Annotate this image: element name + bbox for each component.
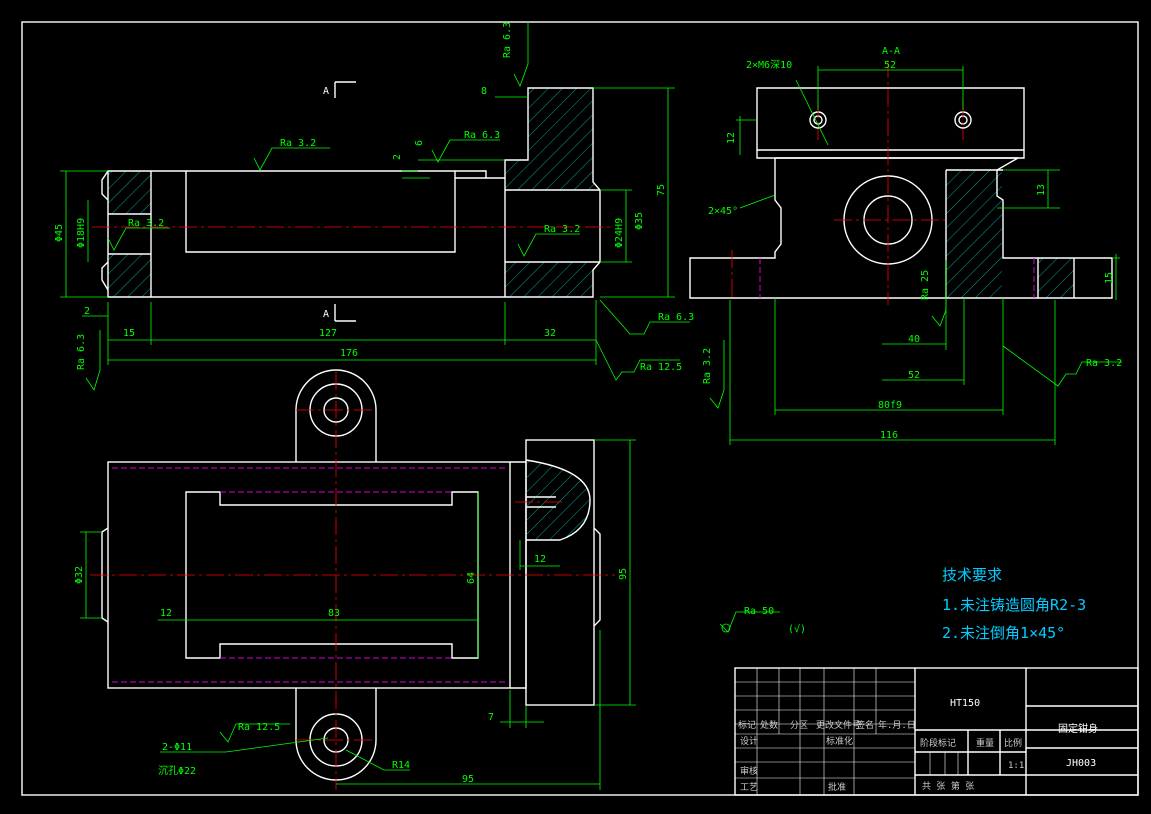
tb-review: 审核 bbox=[740, 765, 758, 777]
ra-bottom: Ra 12.5 bbox=[640, 362, 682, 373]
ra-front-top: Ra 3.2 bbox=[280, 138, 316, 149]
sheet-border bbox=[21, 21, 1139, 796]
top-view: Φ32 64 83 12 12 95 7 95 2-Φ11 沉孔Φ22 R14 … bbox=[74, 369, 636, 790]
tb-change: 更改文件号 bbox=[816, 719, 861, 731]
cut-mark-top: A bbox=[323, 86, 329, 97]
material: HT150 bbox=[950, 698, 980, 709]
tb-process: 工艺 bbox=[740, 782, 758, 793]
tb-weight: 重量 bbox=[976, 737, 994, 749]
note-counterbore: 沉孔Φ22 bbox=[158, 764, 196, 777]
dim-d18: Φ18H9 bbox=[76, 218, 87, 248]
ra-right-face: Ra 6.3 bbox=[658, 312, 694, 323]
ra-left-face: Ra 6.3 bbox=[76, 334, 87, 370]
dim-116: 116 bbox=[880, 430, 898, 441]
dim-95-horizontal: 95 bbox=[462, 774, 474, 785]
dim-13: 13 bbox=[1036, 184, 1047, 196]
ra-counterbore: Ra 12.5 bbox=[238, 722, 280, 733]
dim-2b: 2 bbox=[392, 154, 403, 160]
ra-section-left: Ra 3.2 bbox=[702, 348, 713, 384]
ra-rest: (√) bbox=[788, 623, 806, 635]
dim-32: 32 bbox=[544, 328, 556, 339]
dim-12-top: 12 bbox=[160, 608, 172, 619]
ra-top-jaw: Ra 6.3 bbox=[502, 22, 513, 58]
dim-95-vertical: 95 bbox=[618, 568, 629, 580]
dim-83: 83 bbox=[328, 608, 340, 619]
dim-d45: Φ45 bbox=[54, 224, 65, 242]
section-view: A-A 52 2×M6深10 12 2×45° bbox=[689, 46, 1122, 445]
title-block: HT150 固定钳身 JH003 1:1 标记 处数 分区 更改文件号 签名 年… bbox=[734, 667, 1139, 796]
dim-6: 6 bbox=[414, 140, 425, 146]
note-holes: 2-Φ11 bbox=[162, 742, 192, 753]
dim-15-right: 15 bbox=[1104, 272, 1115, 284]
ra-step: Ra 6.3 bbox=[464, 130, 500, 141]
tb-sheets: 共 张 第 张 bbox=[922, 780, 974, 792]
scale-value: 1:1 bbox=[1008, 761, 1024, 771]
ra-bore-18: Ra 3.2 bbox=[128, 218, 164, 229]
dim-8: 8 bbox=[481, 86, 487, 97]
tb-date: 年.月.日 bbox=[878, 719, 916, 731]
dim-40: 40 bbox=[908, 334, 920, 345]
ra-section-bottom: Ra 25 bbox=[920, 270, 931, 300]
dim-176: 176 bbox=[340, 348, 358, 359]
tech-item-2: 2.未注倒角1×45° bbox=[942, 624, 1065, 642]
tb-sign: 签名 bbox=[856, 719, 874, 731]
ra-section-right: Ra 3.2 bbox=[1086, 358, 1122, 369]
dim-52-top: 52 bbox=[884, 60, 896, 71]
tb-count: 处数 bbox=[760, 719, 778, 731]
part-name: 固定钳身 bbox=[1058, 722, 1098, 735]
tb-zone: 分区 bbox=[790, 720, 808, 731]
ra-bore-24: Ra 3.2 bbox=[544, 224, 580, 235]
dim-2: 2 bbox=[84, 306, 90, 317]
tb-standard: 标准化 bbox=[826, 735, 853, 747]
dim-12: 12 bbox=[726, 132, 737, 144]
front-view: A A Φ45 Φ18H9 Φ24H9 Φ35 75 15 127 32 176 bbox=[54, 22, 694, 391]
dim-75: 75 bbox=[656, 184, 667, 196]
dim-80: 80f9 bbox=[878, 400, 902, 411]
section-label: A-A bbox=[882, 46, 900, 57]
dim-64: 64 bbox=[466, 572, 477, 584]
cut-mark-bottom: A bbox=[323, 309, 329, 320]
dim-d35: Φ35 bbox=[634, 212, 645, 230]
dim-d24: Φ24H9 bbox=[614, 218, 625, 248]
dim-7: 7 bbox=[488, 712, 494, 723]
technical-notes: Ra 50 (√) 技术要求 1.未注铸造圆角R2-3 2.未注倒角1×45° bbox=[719, 566, 1086, 642]
drawing-number: JH003 bbox=[1066, 758, 1096, 769]
tb-stage: 阶段标记 bbox=[920, 737, 956, 749]
dim-r14: R14 bbox=[392, 760, 410, 771]
dim-chamfer: 2×45° bbox=[708, 206, 738, 217]
dim-12-clamp: 12 bbox=[534, 554, 546, 565]
dim-d32: Φ32 bbox=[74, 566, 85, 584]
tb-ratio: 比例 bbox=[1004, 737, 1022, 749]
ra-general: Ra 50 bbox=[744, 606, 774, 617]
dim-tap: 2×M6深10 bbox=[746, 59, 792, 71]
dim-52: 52 bbox=[908, 370, 920, 381]
tech-item-1: 1.未注铸造圆角R2-3 bbox=[942, 596, 1086, 614]
dim-15: 15 bbox=[123, 328, 135, 339]
tb-mark: 标记 bbox=[738, 719, 756, 731]
tech-title: 技术要求 bbox=[942, 566, 1002, 584]
dim-127: 127 bbox=[319, 328, 337, 339]
tb-design: 设计 bbox=[740, 735, 758, 747]
tb-approve: 批准 bbox=[828, 781, 846, 793]
